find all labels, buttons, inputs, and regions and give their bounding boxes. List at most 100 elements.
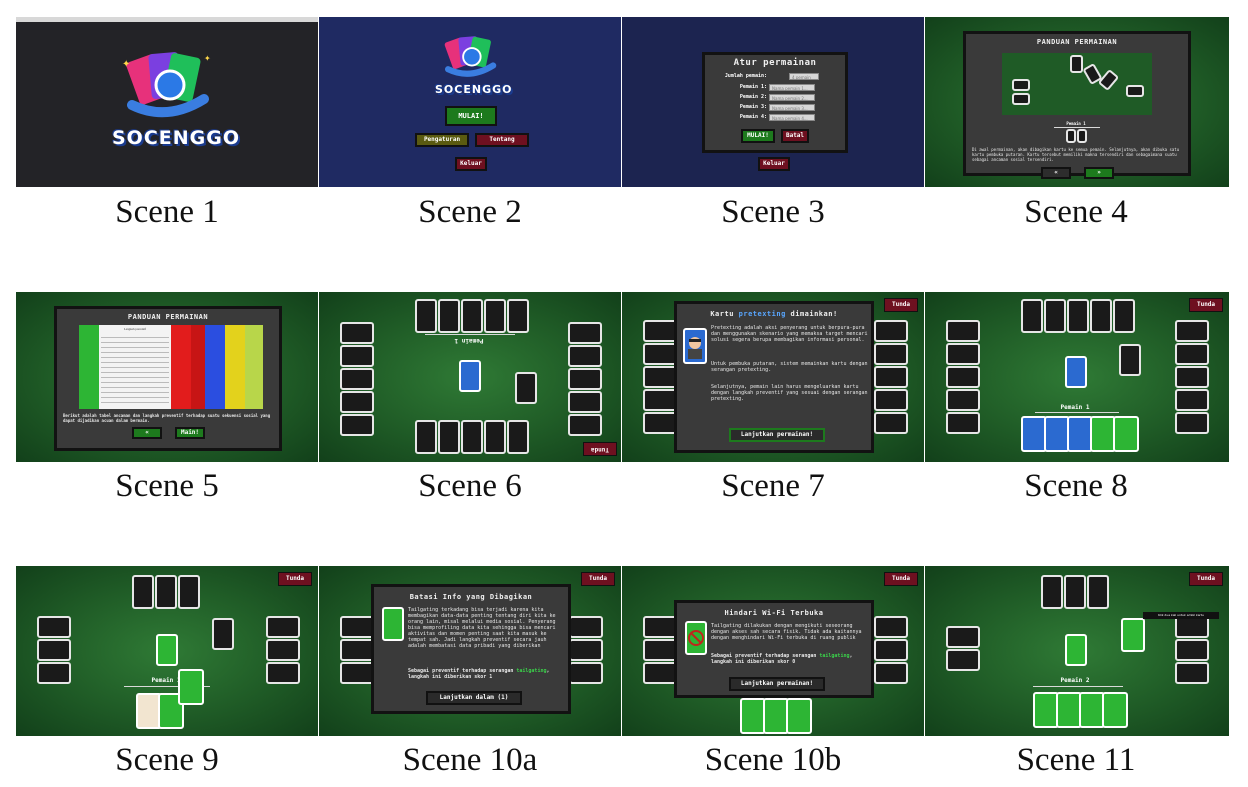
hand-card-1[interactable] xyxy=(740,698,766,734)
player3-name-input[interactable]: Nama pemain 3... xyxy=(769,104,815,111)
hand-card-3[interactable] xyxy=(786,698,812,734)
player-label: Pemain 1 xyxy=(151,677,181,684)
hand-card-3[interactable] xyxy=(1067,416,1093,452)
card-back xyxy=(1087,575,1109,609)
player-label: Pemain 2 xyxy=(1060,677,1090,684)
about-button[interactable]: Tentang xyxy=(475,133,529,147)
hand-card-1[interactable] xyxy=(1033,692,1059,728)
card-back xyxy=(1012,79,1030,91)
pretexting-card[interactable] xyxy=(459,360,481,392)
logo-wordmark: SOCENGGO xyxy=(435,83,513,96)
cancel-button[interactable]: Batal xyxy=(781,129,809,143)
scene-2-panel: SOCENGGO MULAI! Pengaturan Tentang Kelua… xyxy=(319,17,621,187)
pause-button[interactable]: Tunda xyxy=(884,572,918,586)
card-back xyxy=(1070,55,1083,73)
draw-pile[interactable] xyxy=(1119,344,1141,376)
card-back xyxy=(643,366,677,388)
card-back xyxy=(438,420,460,454)
pause-button[interactable]: Tunda xyxy=(1189,572,1223,586)
guide-description: Di awal permainan, akan dibagikan kartu … xyxy=(972,147,1180,162)
guide-illustration xyxy=(1002,53,1152,115)
settings-button[interactable]: Pengaturan xyxy=(415,133,469,147)
exit-button[interactable]: Keluar xyxy=(758,157,790,171)
player-label-flipped: Pemain 1 xyxy=(454,337,484,344)
svg-text:✦: ✦ xyxy=(204,54,211,63)
popup-title: Batasi Info yang Dibagikan xyxy=(409,593,533,601)
guide-dialog: PANDUAN PERMAINAN Langkah preventif Beri… xyxy=(54,306,282,451)
play-button[interactable]: Main! xyxy=(175,427,205,439)
card-back xyxy=(1021,299,1043,333)
caption-scene-4: Scene 4 xyxy=(1024,194,1128,230)
continue-game-button[interactable]: Lanjutkan permainan! xyxy=(729,677,825,691)
player-divider xyxy=(1035,412,1119,413)
draw-pile[interactable] xyxy=(212,618,234,650)
table-col-blue xyxy=(205,325,225,409)
hand-card-2[interactable] xyxy=(1044,416,1070,452)
card-back xyxy=(340,391,374,413)
tailgating-card-icon xyxy=(382,607,404,641)
card-back xyxy=(568,414,602,436)
exit-button[interactable]: Keluar xyxy=(455,157,487,171)
pause-button[interactable]: Tunda xyxy=(884,298,918,312)
card-back xyxy=(132,575,154,609)
cards-logo-icon xyxy=(444,36,497,77)
player4-name-input[interactable]: Nama pemain 4... xyxy=(769,114,815,121)
scene-3-panel: Atur permainan Jumlah pemain: 4 pemain P… xyxy=(622,17,924,187)
popup-para-2: Sebagai preventif terhadap serangan tail… xyxy=(408,668,550,680)
hand-card-1[interactable] xyxy=(136,693,162,729)
player2-name-input[interactable]: Nama pemain 2... xyxy=(769,94,815,101)
caption-scene-5: Scene 5 xyxy=(115,468,219,504)
card-back xyxy=(643,412,677,434)
guide-title: PANDUAN PERMAINAN xyxy=(1036,38,1118,46)
table-lines xyxy=(101,333,169,407)
draw-tooltip: Klik dua kali untuk ambil kartu xyxy=(1143,612,1219,619)
hand-card-3-raised[interactable] xyxy=(178,669,204,705)
card-back xyxy=(1066,129,1076,143)
prev-button[interactable]: « xyxy=(1041,167,1071,179)
card-back xyxy=(643,389,677,411)
draw-pile[interactable] xyxy=(515,372,537,404)
card-back xyxy=(340,616,374,638)
hand-card-4[interactable] xyxy=(1102,692,1128,728)
next-button[interactable]: » xyxy=(1084,167,1114,179)
card-back xyxy=(1090,299,1112,333)
player-count-select[interactable]: 4 pemain xyxy=(789,73,819,80)
card-back xyxy=(568,391,602,413)
prev-button[interactable]: « xyxy=(132,427,162,439)
card-back xyxy=(874,662,908,684)
tailgating-card xyxy=(1065,634,1087,666)
scene-8-panel: Tunda Pemain 1 xyxy=(925,292,1229,462)
card-back xyxy=(569,639,603,661)
hand-card-3[interactable] xyxy=(1079,692,1105,728)
card-back xyxy=(874,616,908,638)
hand-card-5[interactable] xyxy=(1113,416,1139,452)
continue-countdown-button[interactable]: Lanjutkan dalam (1) xyxy=(426,691,522,705)
table-col-main: Langkah preventif xyxy=(99,325,171,409)
pause-button[interactable]: Tunda xyxy=(581,572,615,586)
drawn-card[interactable] xyxy=(1121,618,1145,652)
card-back xyxy=(643,343,677,365)
card-back xyxy=(1044,299,1066,333)
card-back xyxy=(946,366,980,388)
card-back xyxy=(1064,575,1086,609)
pause-button-flipped[interactable]: Tunda xyxy=(583,442,617,456)
pause-button[interactable]: Tunda xyxy=(1189,298,1223,312)
card-back xyxy=(340,662,374,684)
card-back xyxy=(1041,575,1063,609)
continue-game-button[interactable]: Lanjutkan permainan! xyxy=(729,428,825,442)
caption-scene-7: Scene 7 xyxy=(721,468,825,504)
player1-name-input[interactable]: Nama pemain 1... xyxy=(769,84,815,91)
card-back xyxy=(569,662,603,684)
card-back xyxy=(1126,85,1144,97)
caption-scene-3: Scene 3 xyxy=(721,194,825,230)
card-back xyxy=(1175,412,1209,434)
pause-button[interactable]: Tunda xyxy=(278,572,312,586)
caption-scene-10b: Scene 10b xyxy=(704,742,842,778)
scene-10b-panel: Tunda Hindari Wi-Fi Terbuka Tailgating d… xyxy=(622,566,924,736)
scene-4-panel: PANDUAN PERMAINAN Pemain 1 Di awal perma… xyxy=(925,17,1229,187)
start-button[interactable]: MULAI! xyxy=(445,106,497,126)
start-button[interactable]: MULAI! xyxy=(741,129,775,143)
player-divider xyxy=(425,334,515,335)
card-back xyxy=(946,320,980,342)
pretexting-popup: Kartu pretexting dimainkan! Pretexting a… xyxy=(674,301,874,453)
